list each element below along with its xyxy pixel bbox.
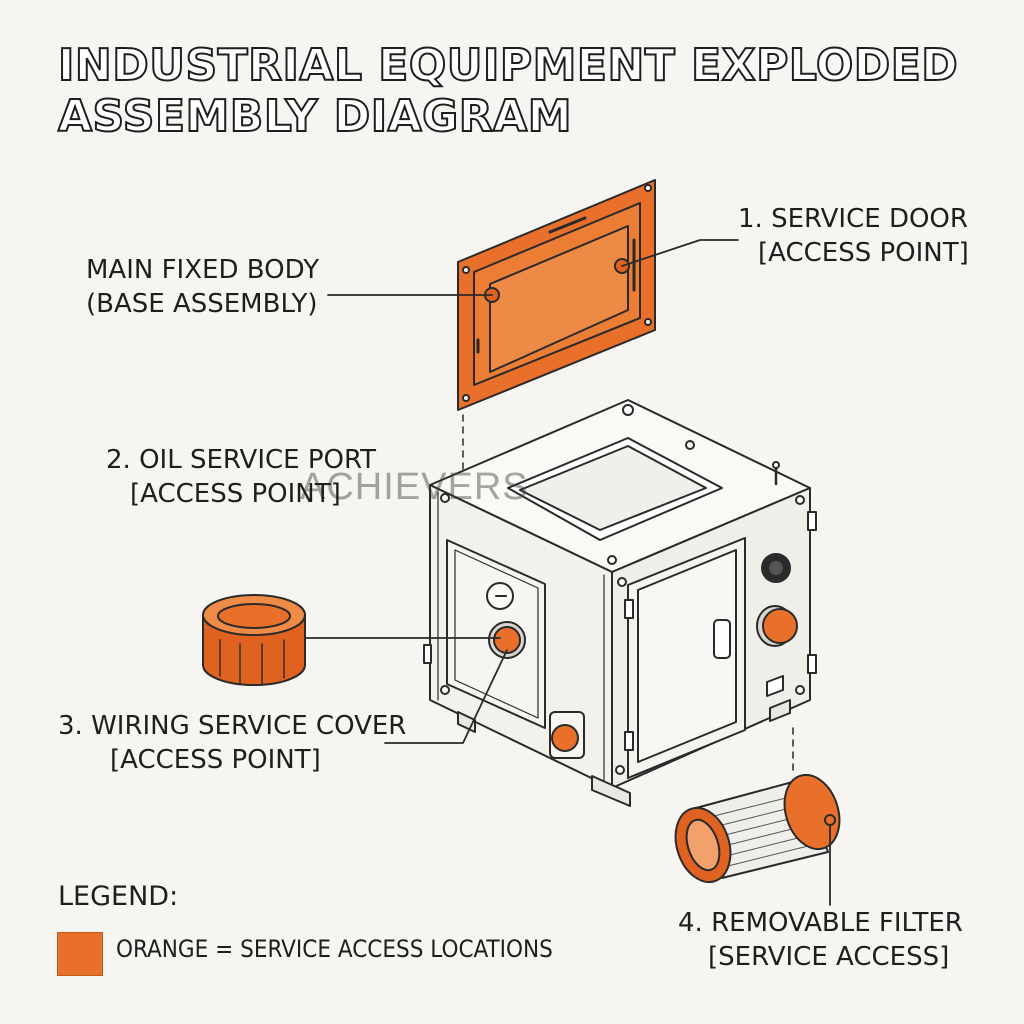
label-service-door: 1. SERVICE DOOR [ACCESS POINT] (738, 202, 969, 270)
leader-lines (304, 239, 831, 906)
label-oil-service-port-line-2: [ACCESS POINT] (130, 479, 341, 509)
title-line-1: INDUSTRIAL EQUIPMENT EXPLODED (57, 39, 959, 92)
label-wiring-service-cover-line-2: [ACCESS POINT] (110, 745, 321, 775)
watermark-text: ACHIEVERS (300, 466, 529, 508)
legend-item-text: ORANGE = SERVICE ACCESS LOCATIONS (116, 935, 553, 963)
label-service-door-line-2: [ACCESS POINT] (758, 238, 969, 268)
label-oil-service-port-line-1: 2. OIL SERVICE PORT (106, 445, 377, 475)
legend-orange-swatch (57, 932, 103, 976)
legend-title: LEGEND: (58, 881, 179, 912)
label-wiring-service-cover: 3. WIRING SERVICE COVER [ACCESS POINT] (58, 709, 406, 777)
label-main-fixed-body-line-2: (BASE ASSEMBLY) (86, 289, 318, 319)
label-service-door-line-1: 1. SERVICE DOOR (738, 204, 968, 234)
service-door-panel (457, 179, 656, 411)
wiring-cover-cap (202, 594, 306, 686)
label-main-fixed-body: MAIN FIXED BODY (BASE ASSEMBLY) (86, 253, 319, 321)
label-main-fixed-body-line-1: MAIN FIXED BODY (86, 255, 320, 285)
title-line-2: ASSEMBLY DIAGRAM (57, 90, 572, 143)
label-removable-filter-line-2: [SERVICE ACCESS] (708, 942, 950, 972)
label-wiring-service-cover-line-1: 3. WIRING SERVICE COVER (58, 711, 407, 741)
label-oil-service-port: 2. OIL SERVICE PORT [ACCESS POINT] (106, 443, 376, 511)
label-removable-filter: 4. REMOVABLE FILTER [SERVICE ACCESS] (678, 906, 963, 974)
removable-filter (674, 773, 841, 884)
main-body-housing (423, 399, 817, 807)
diagram-title: INDUSTRIAL EQUIPMENT EXPLODED ASSEMBLY D… (57, 39, 959, 143)
label-removable-filter-line-1: 4. REMOVABLE FILTER (678, 908, 963, 938)
alignment-dashes (462, 414, 794, 776)
